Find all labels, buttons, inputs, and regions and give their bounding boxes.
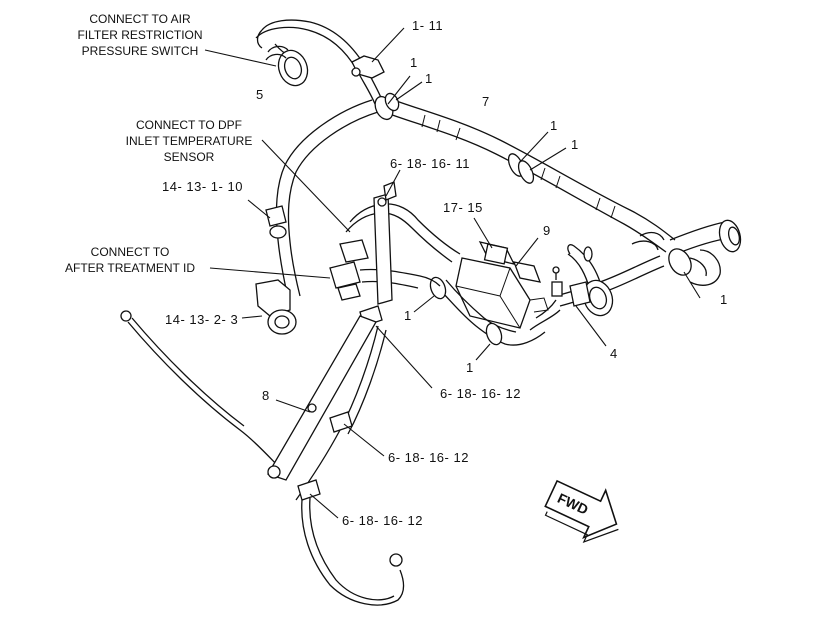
callout-after-treatment-line-2: AFTER TREATMENT ID xyxy=(65,261,195,275)
module-lower-hoses xyxy=(429,276,561,346)
main-harness xyxy=(255,19,676,299)
part-labels: 1- 11 1 1 7 1 1 5 6- 18- 16- 11 14- 13- … xyxy=(162,18,728,528)
right-connector-cluster xyxy=(631,219,742,286)
part-label: 5 xyxy=(256,87,264,102)
left-ground-cable xyxy=(120,310,281,469)
part-label: 1- 11 xyxy=(412,18,443,33)
trunk-grommets xyxy=(507,153,535,184)
air-filter-switch-connector xyxy=(265,45,309,87)
part-label: 6- 18- 16- 12 xyxy=(342,513,423,528)
callout-air-filter-line-2: FILTER RESTRICTION xyxy=(77,28,202,42)
part-label: 14- 13- 2- 3 xyxy=(165,312,238,327)
part-label: 8 xyxy=(262,388,270,403)
part-label: 1 xyxy=(466,360,474,375)
callout-air-filter-line-3: PRESSURE SWITCH xyxy=(82,44,199,58)
callout-after-treatment: CONNECT TO AFTER TREATMENT ID xyxy=(65,245,195,275)
forward-direction-arrow: FWD xyxy=(544,479,619,544)
callout-after-treatment-line-1: CONNECT TO xyxy=(91,245,170,259)
part-label: 6- 18- 16- 12 xyxy=(388,450,469,465)
part-label: 17- 15 xyxy=(443,200,483,215)
part-label: 1 xyxy=(571,137,579,152)
callout-air-filter-line-1: CONNECT TO AIR xyxy=(89,12,191,26)
junction-grommet xyxy=(374,92,400,121)
callout-dpf-line-1: CONNECT TO DPF xyxy=(136,118,242,132)
leader-lines xyxy=(204,27,701,519)
callout-dpf-line-3: SENSOR xyxy=(164,150,215,164)
callout-dpf-sensor: CONNECT TO DPF INLET TEMPERATURE SENSOR xyxy=(126,118,253,164)
part-label: 1 xyxy=(550,118,558,133)
part-label: 6- 18- 16- 12 xyxy=(440,386,521,401)
clip-1-11 xyxy=(351,55,385,79)
part-label: 6- 18- 16- 11 xyxy=(390,156,470,171)
lower-ground-cable xyxy=(301,497,405,606)
callout-dpf-line-2: INLET TEMPERATURE xyxy=(126,134,253,148)
module-9 xyxy=(455,241,549,329)
part-label: 1 xyxy=(410,55,418,70)
left-trunk-connectors xyxy=(255,205,297,335)
part-label: 9 xyxy=(543,223,551,238)
part-label: 1 xyxy=(720,292,728,307)
part-label: 1 xyxy=(425,71,433,86)
part-label: 1 xyxy=(404,308,412,323)
part-label: 14- 13- 1- 10 xyxy=(162,179,243,194)
support-bar-8 xyxy=(267,315,387,501)
callout-air-filter: CONNECT TO AIR FILTER RESTRICTION PRESSU… xyxy=(77,12,202,58)
connector-4 xyxy=(551,266,614,317)
central-connectors xyxy=(329,181,461,327)
part-label: 7 xyxy=(482,94,490,109)
part-label: 4 xyxy=(610,346,618,361)
